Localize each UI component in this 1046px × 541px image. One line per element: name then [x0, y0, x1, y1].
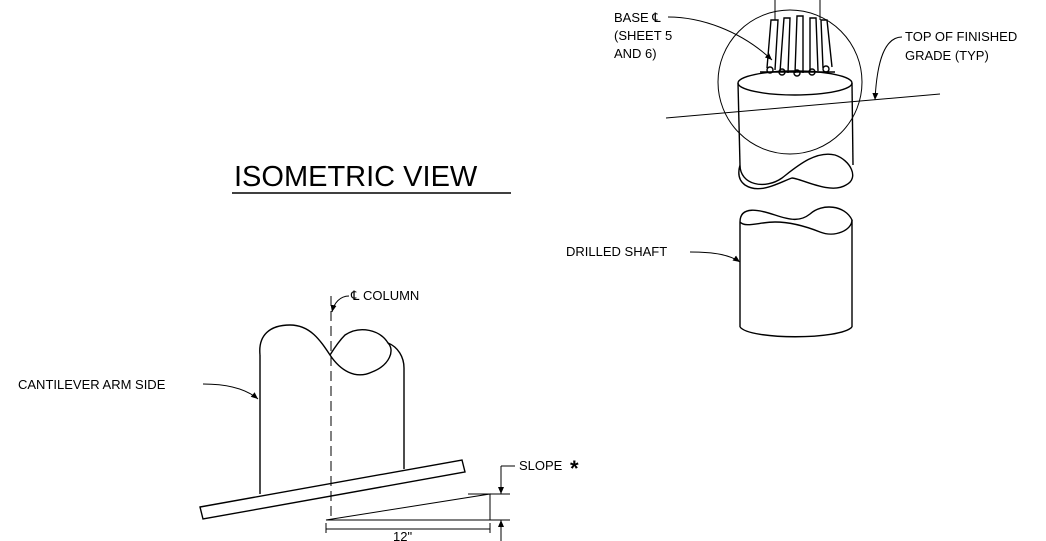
view-title: ISOMETRIC VIEW	[234, 161, 478, 193]
shaft-left-side	[737, 82, 741, 166]
shaft-right-side	[851, 82, 854, 166]
sloped-base-plate	[199, 459, 466, 520]
run-dimension-label: 12"	[393, 529, 412, 541]
lower-shaft-bottom	[739, 326, 853, 338]
slope-triangle	[325, 493, 491, 521]
column-centerline-label: ℄ COLUMN	[350, 288, 419, 303]
detail-circle	[717, 9, 863, 155]
column-break-right	[387, 342, 405, 369]
base-plate-label-line1: BASE ℄	[614, 10, 661, 25]
shaft-break-upper	[738, 153, 854, 190]
column-assembly	[199, 296, 515, 541]
column-break-top	[259, 324, 392, 376]
base-plate-label-line2: (SHEET 5	[614, 28, 672, 43]
grade-leader	[872, 36, 903, 101]
base-plate-anchors	[760, 0, 835, 77]
base-plate-leader	[667, 16, 773, 61]
grade-label-line1: TOP OF FINISHED	[905, 29, 1017, 44]
drilled-shaft-label: DRILLED SHAFT	[566, 244, 667, 259]
upper-shaft-assembly	[665, 0, 941, 338]
slope-star: *	[570, 456, 579, 481]
shaft-break-lower	[739, 206, 853, 235]
column-cl-leader	[330, 295, 350, 313]
drilled-shaft-leader	[689, 251, 741, 263]
finished-grade-line	[665, 93, 941, 119]
cantilever-leader	[202, 383, 259, 400]
base-plate-label-line3: AND 6)	[614, 46, 657, 61]
grade-label-line2: GRADE (TYP)	[905, 48, 989, 63]
slope-text: SLOPE	[519, 458, 563, 473]
cantilever-arm-label: CANTILEVER ARM SIDE	[18, 377, 166, 392]
slope-label: SLOPE	[519, 458, 563, 473]
